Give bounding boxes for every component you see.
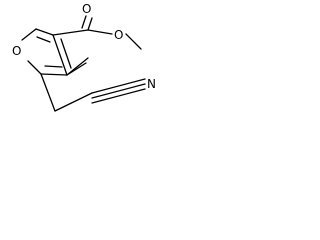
bond-nitrile-triple-2 <box>91 83 146 99</box>
bond-ch2-nitrile-carbon <box>54 92 93 112</box>
bond-c2-c3-double <box>44 65 63 68</box>
ring-oxygen-label: O <box>12 44 21 58</box>
nitrile-nitrogen-label: N <box>147 77 156 91</box>
bond-c4-c3-double <box>60 38 72 69</box>
bond-c4-c3 <box>52 34 68 76</box>
bond-c2-ch2 <box>40 73 56 112</box>
bond-carbonyl-oxygen-single <box>87 17 93 31</box>
bond-ester-oxygen-methyl <box>125 33 142 50</box>
bond-carbonyl-c4-link <box>52 29 89 36</box>
ester-oxygen-label: O <box>114 28 123 42</box>
bond-c4-c5 <box>35 28 54 36</box>
bond-nitrile-triple-1 <box>91 78 146 94</box>
bond-nitrile-triple-3 <box>91 88 146 104</box>
bond-c5-o1 <box>21 28 37 41</box>
chemical-structure-diagram: O O O N <box>12 2 156 112</box>
bond-o1-c2 <box>27 60 42 75</box>
bond-c3-carbonyl <box>66 57 89 76</box>
carbonyl-oxygen-label: O <box>82 2 91 16</box>
bond-c5-c4-double <box>36 36 51 43</box>
bond-carbonyl-ester-oxygen <box>87 29 113 35</box>
bond-carbonyl-oxygen-double <box>81 15 87 29</box>
bond-c2-c3 <box>40 73 68 76</box>
